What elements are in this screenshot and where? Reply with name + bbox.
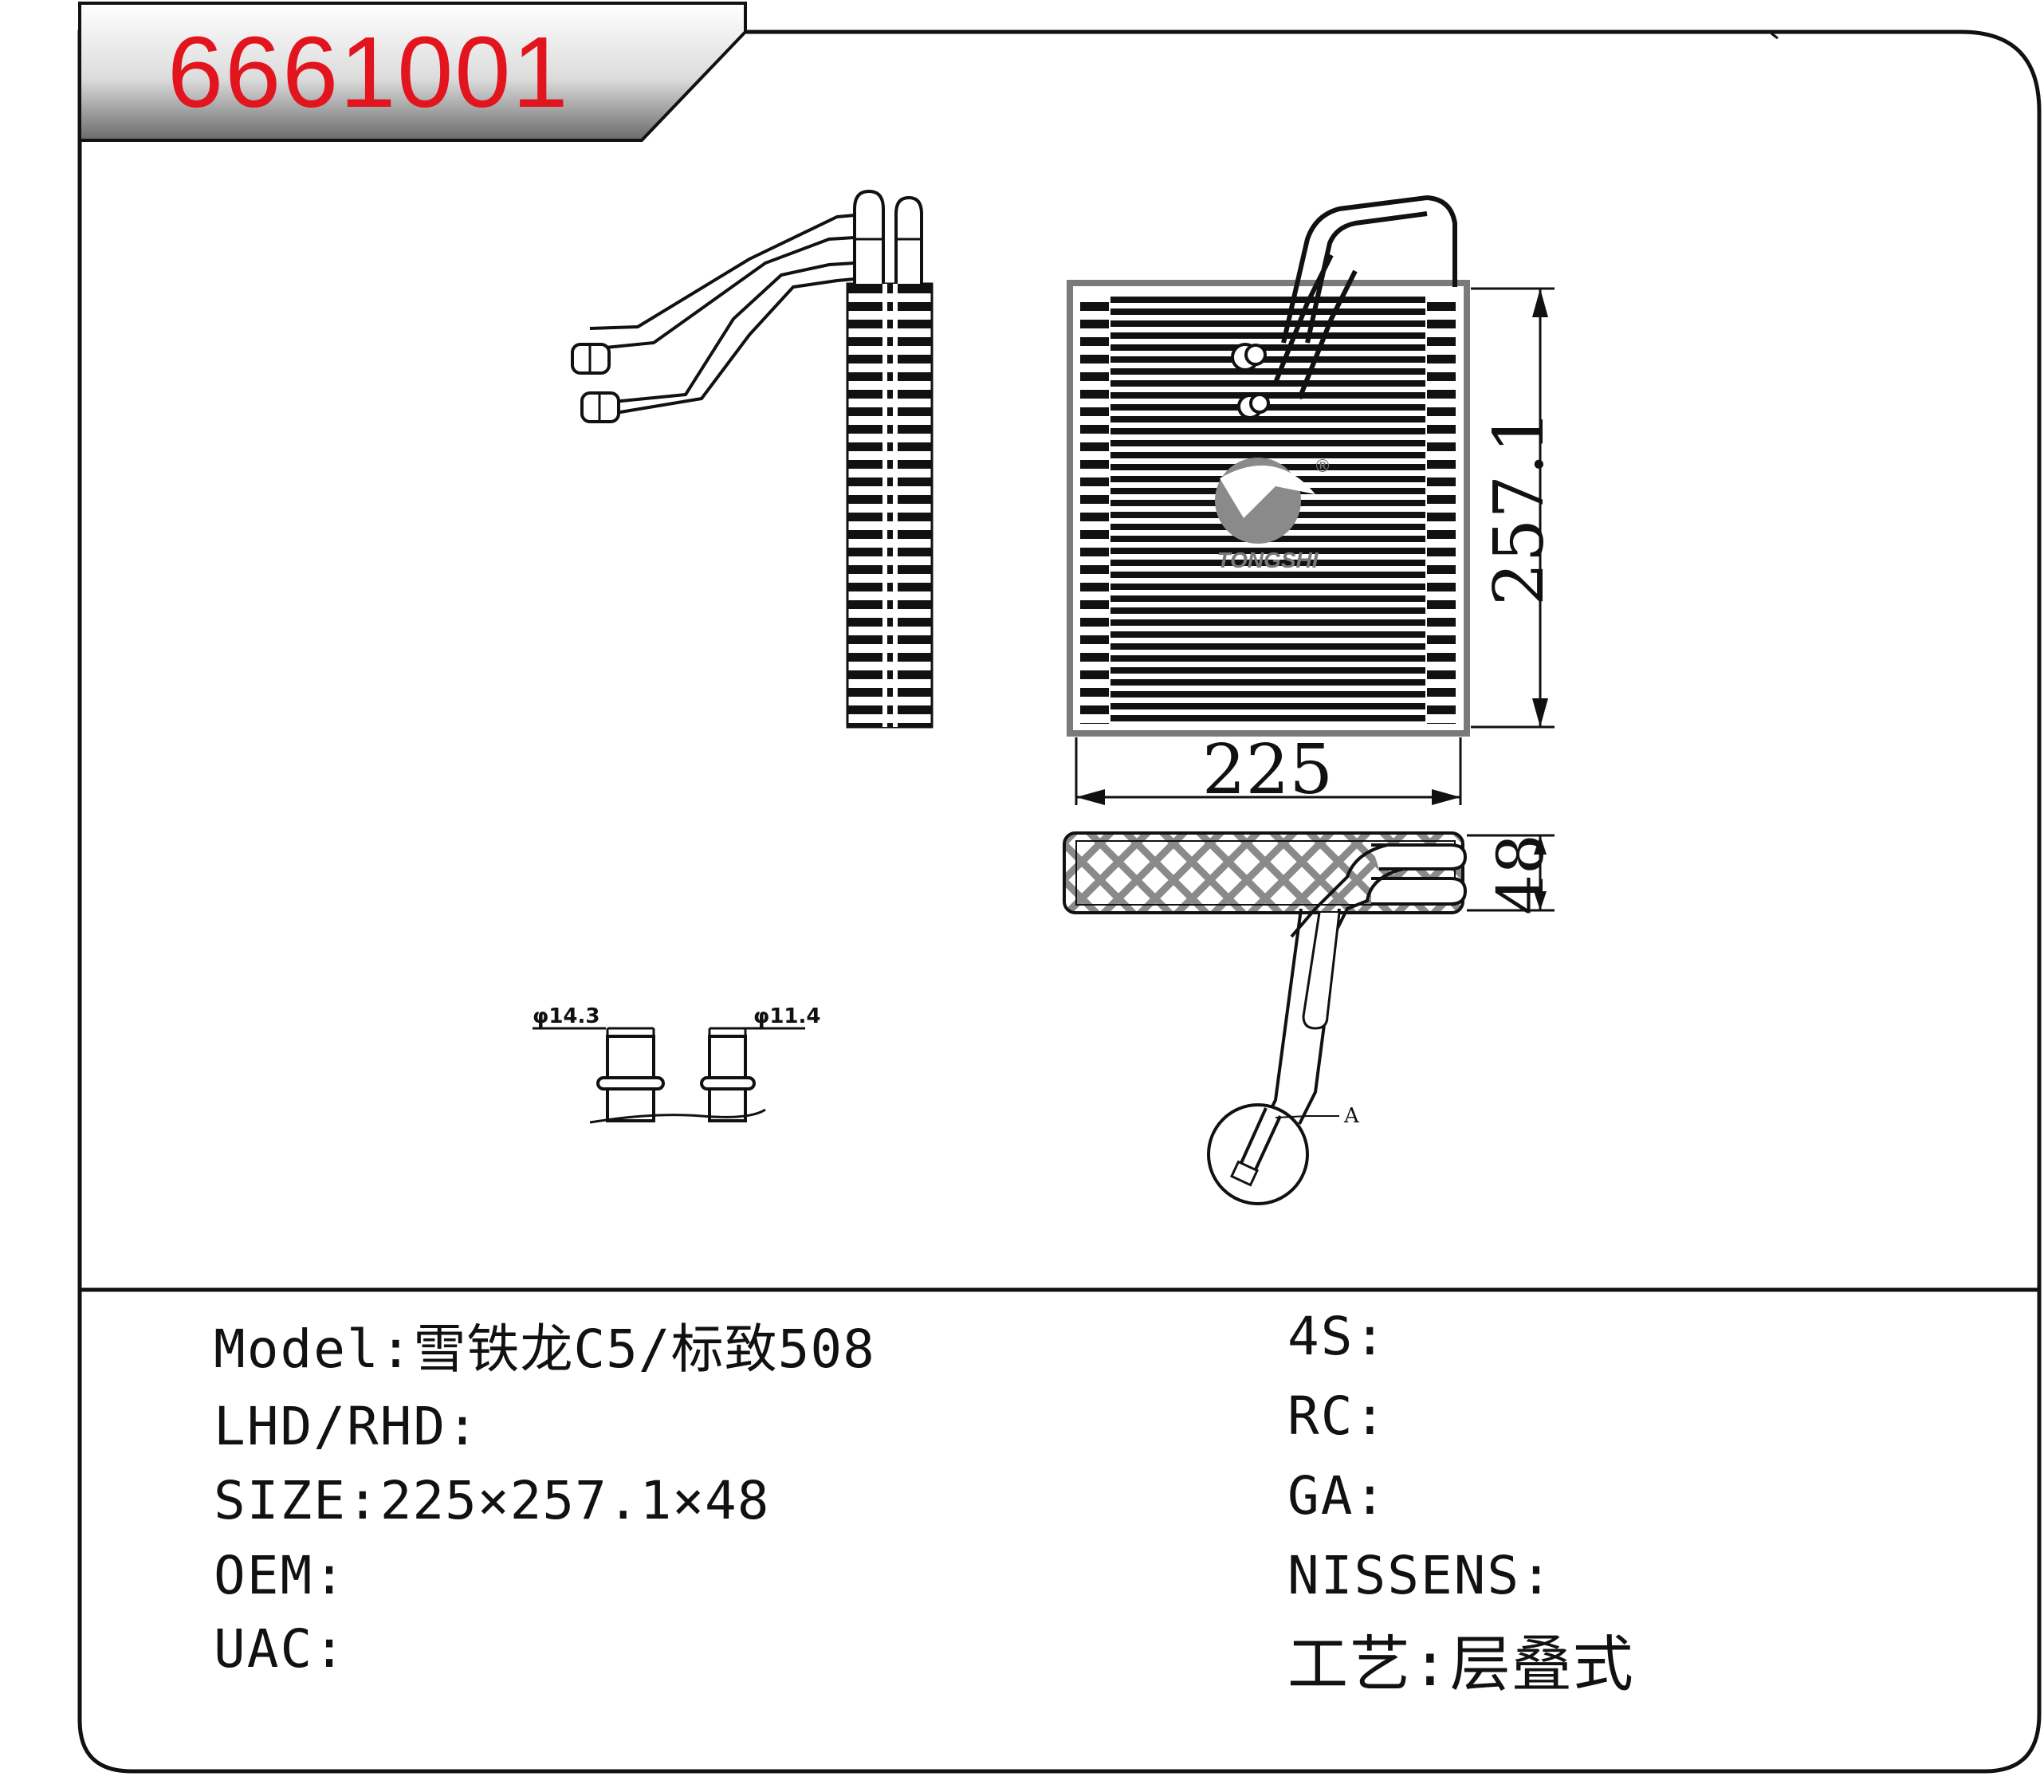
part-number: 6661001 bbox=[167, 16, 570, 128]
spec-ga: GA: bbox=[1287, 1465, 1388, 1527]
tube-row bbox=[1110, 560, 1425, 566]
part-number-tab bbox=[78, 2, 747, 142]
outer-border bbox=[77, 29, 2042, 1774]
tube-row bbox=[1110, 667, 1425, 674]
tube-row bbox=[1110, 368, 1425, 375]
tube-row bbox=[1110, 344, 1425, 351]
tube-row bbox=[1110, 297, 1425, 303]
tube-row bbox=[1110, 715, 1425, 721]
tube-row bbox=[1110, 392, 1425, 399]
spec-model: Model:雪铁龙C5/标致508 bbox=[214, 1318, 875, 1380]
pipe-end-detail: φ14.3 φ11.4 bbox=[533, 1004, 821, 1124]
depth-dimension: 48 bbox=[1484, 834, 1558, 915]
spec-process: 工艺:层叠式 bbox=[1287, 1629, 1634, 1700]
spec-lhd-rhd: LHD/RHD: bbox=[214, 1396, 480, 1457]
spec-size: SIZE:225×257.1×48 bbox=[214, 1470, 770, 1531]
height-dimension: 257.1 bbox=[1480, 410, 1559, 606]
tube-row bbox=[1110, 595, 1425, 602]
side-view bbox=[571, 189, 934, 729]
front-view: TONGSHI ® 257.1 225 bbox=[1067, 195, 1559, 810]
spec-uac: UAC: bbox=[214, 1618, 347, 1680]
spec-4s: 4S: bbox=[1287, 1306, 1388, 1367]
tube-row bbox=[1110, 440, 1425, 446]
svg-text:®: ® bbox=[1314, 457, 1331, 477]
pipe-small-dimension: φ11.4 bbox=[753, 1004, 821, 1028]
tube-row bbox=[1110, 548, 1425, 554]
tube-row bbox=[1110, 428, 1425, 434]
tube-row bbox=[1110, 572, 1425, 578]
tube-row bbox=[1110, 631, 1425, 638]
tube-row bbox=[1110, 619, 1425, 626]
tube-row bbox=[1110, 584, 1425, 590]
spec-oem: OEM: bbox=[214, 1545, 347, 1606]
detail-marker: A bbox=[1343, 1104, 1360, 1128]
spec-rc: RC: bbox=[1287, 1385, 1388, 1447]
svg-text:TONGSHI: TONGSHI bbox=[1217, 548, 1319, 572]
tube-row bbox=[1110, 655, 1425, 662]
tube-row bbox=[1110, 643, 1425, 650]
tube-row bbox=[1110, 607, 1425, 614]
top-view: 48 A bbox=[1063, 831, 1558, 1205]
tube-row bbox=[1110, 416, 1425, 422]
spec-nissens: NISSENS: bbox=[1287, 1545, 1554, 1606]
tube-row bbox=[1110, 332, 1425, 339]
tube-row bbox=[1110, 703, 1425, 709]
tongshi-logo: TONGSHI ® bbox=[1215, 457, 1331, 572]
tube-row bbox=[1110, 380, 1425, 387]
tube-row bbox=[1110, 452, 1425, 458]
tube-row bbox=[1110, 691, 1425, 698]
width-dimension: 225 bbox=[1202, 730, 1333, 810]
pipe-large-dimension: φ14.3 bbox=[533, 1004, 600, 1028]
tube-row bbox=[1110, 356, 1425, 363]
tube-row bbox=[1110, 320, 1425, 327]
tube-row bbox=[1110, 679, 1425, 686]
tube-row bbox=[1110, 308, 1425, 315]
